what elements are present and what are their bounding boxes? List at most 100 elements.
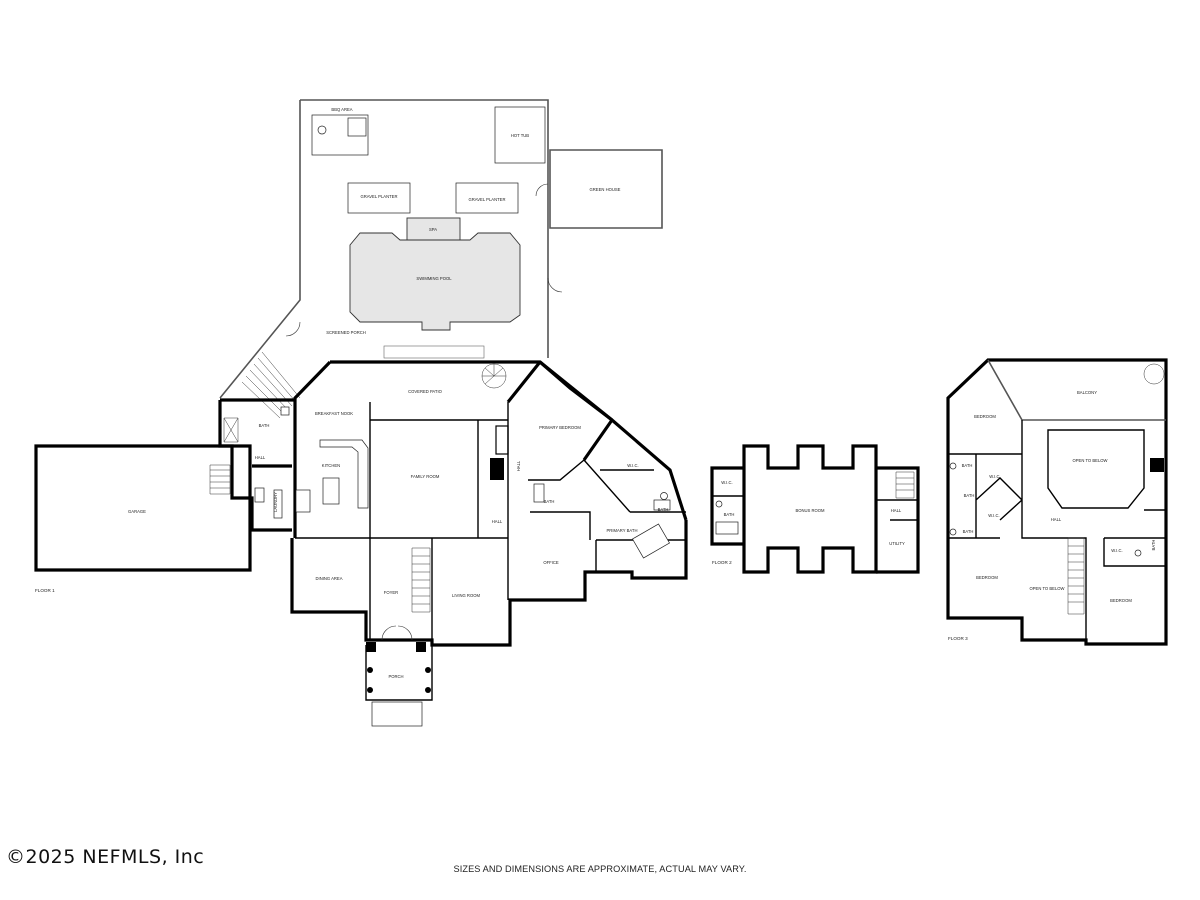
porch-column-4 bbox=[425, 687, 431, 693]
label-primary-bath: PRIMARY BATH bbox=[607, 528, 638, 533]
label-f2-bath: BATH bbox=[724, 512, 735, 517]
label-f2-bonus-room: BONUS ROOM bbox=[795, 508, 825, 513]
label-dining-area: DINING AREA bbox=[316, 576, 343, 581]
hot-tub bbox=[494, 106, 546, 164]
kitchen-island bbox=[322, 477, 340, 505]
floor-2-bath-tub bbox=[715, 521, 739, 535]
laundry-washer bbox=[273, 489, 283, 519]
family-room-fireplace bbox=[490, 458, 504, 480]
screened-porch-door bbox=[285, 321, 301, 337]
label-primary-bedroom: PRIMARY BEDROOM bbox=[539, 425, 581, 430]
open-to-below-stair bbox=[1067, 537, 1085, 615]
porch-steps bbox=[371, 701, 423, 727]
label-f3-balcony: BALCONY bbox=[1077, 390, 1097, 395]
label-f3-open-to-below-bottom: OPEN TO BELOW bbox=[1030, 586, 1065, 591]
floor-2-right-wing-walls bbox=[876, 499, 918, 521]
primary-wing-wall bbox=[538, 360, 688, 521]
label-laundry: LAUNDRY bbox=[273, 492, 278, 512]
label-f3-bedroom-top: BEDROOM bbox=[974, 414, 996, 419]
floor-1-labels: BBQ AREA HOT TUB GREEN HOUSE GRAVEL PLAN… bbox=[35, 107, 668, 679]
label-bath-center: BATH bbox=[544, 499, 555, 504]
label-wic: W.I.C. bbox=[627, 463, 638, 468]
disclaimer-text: SIZES AND DIMENSIONS ARE APPROXIMATE, AC… bbox=[453, 864, 747, 874]
floor-3-outer-wall bbox=[946, 358, 1168, 646]
floor-3-labels: BALCONY BEDROOM OPEN TO BELOW BATH W.I.C… bbox=[948, 390, 1156, 641]
label-f3-bath-2: BATH bbox=[964, 493, 975, 498]
front-door-post-right bbox=[416, 642, 426, 652]
label-green-house: GREEN HOUSE bbox=[590, 187, 621, 192]
label-hot-tub: HOT TUB bbox=[511, 133, 529, 138]
floor-2-stair bbox=[895, 471, 915, 499]
porch-side-door bbox=[547, 277, 563, 293]
porch-column-2 bbox=[425, 667, 431, 673]
front-door-swing bbox=[381, 625, 413, 641]
floor-3-plan bbox=[946, 358, 1168, 646]
label-floor-2: FLOOR 2 bbox=[712, 560, 732, 565]
f3-bath-toilet-1 bbox=[949, 462, 957, 470]
floor-3-spiral-stair bbox=[1143, 363, 1165, 385]
kitchen-fridge bbox=[295, 489, 311, 513]
label-f3-wic-2: W.I.C. bbox=[988, 513, 999, 518]
garage-stair bbox=[209, 464, 231, 495]
laundry-block bbox=[218, 398, 295, 532]
floor-3-chimney bbox=[1150, 458, 1164, 472]
label-f2-hall: HALL bbox=[891, 508, 902, 513]
label-bath: BATH bbox=[259, 423, 270, 428]
kitchen-counter bbox=[319, 439, 369, 509]
label-garage: GARAGE bbox=[128, 509, 146, 514]
copyright-watermark: ©2025 NEFMLS, Inc bbox=[6, 846, 205, 868]
label-swimming-pool: SWIMMING POOL bbox=[416, 276, 452, 281]
label-gravel-planter-right: GRAVEL PLANTER bbox=[468, 197, 505, 202]
f3-bath-toilet-3 bbox=[1134, 549, 1142, 557]
interior-walls bbox=[295, 402, 686, 640]
bbq-sink bbox=[317, 125, 327, 135]
label-hall-center: HALL bbox=[492, 519, 503, 524]
green-house-outline bbox=[549, 149, 663, 229]
label-f3-bedroom-bottom-right: BEDROOM bbox=[1110, 598, 1132, 603]
label-floor-3: FLOOR 3 bbox=[948, 636, 968, 641]
primary-side-bath-fixture bbox=[653, 499, 671, 511]
label-f3-bath-4: BATH bbox=[1151, 540, 1156, 551]
front-door-post-left bbox=[366, 642, 376, 652]
swimming-pool-shape bbox=[349, 232, 521, 331]
bbq-grill bbox=[347, 117, 367, 137]
gravel-planter-right-shape bbox=[455, 182, 519, 214]
label-f3-bath-1: BATH bbox=[962, 463, 973, 468]
label-bbq-area: BBQ AREA bbox=[331, 107, 352, 112]
label-f3-wic-3: W.I.C. bbox=[1111, 548, 1122, 553]
fireplace-hearth bbox=[495, 425, 509, 455]
label-bath-primary-side: BATH bbox=[658, 507, 669, 512]
porch-column-1 bbox=[367, 667, 373, 673]
label-floor-1: FLOOR 1 bbox=[35, 588, 55, 593]
patio-window bbox=[383, 345, 485, 359]
half-bath-sink bbox=[280, 406, 290, 416]
label-f2-utility: UTILITY bbox=[889, 541, 905, 546]
label-f2-wic: W.I.C. bbox=[721, 480, 732, 485]
main-house-wall bbox=[290, 360, 688, 647]
label-kitchen: KITCHEN bbox=[322, 463, 340, 468]
front-porch-outline bbox=[365, 645, 433, 701]
label-f3-bedroom-bottom-left: BEDROOM bbox=[976, 575, 998, 580]
floor-2-labels: W.I.C. BATH BONUS ROOM HALL UTILITY FLOO… bbox=[712, 480, 905, 565]
f3-bath-toilet-2 bbox=[949, 528, 957, 536]
label-living-room: LIVING ROOM bbox=[452, 593, 480, 598]
floor-2-bath-toilet bbox=[715, 500, 723, 508]
floor-1-plan bbox=[34, 99, 688, 727]
garage-wall bbox=[34, 444, 252, 572]
label-f3-bath-3: BATH bbox=[963, 529, 974, 534]
label-covered-patio: COVERED PATIO bbox=[408, 389, 443, 394]
floor-2-plan bbox=[710, 444, 920, 574]
label-porch: PORCH bbox=[388, 674, 403, 679]
porch-column-3 bbox=[367, 687, 373, 693]
label-spa: SPA bbox=[429, 227, 437, 232]
screened-porch-stair bbox=[241, 351, 301, 419]
label-hall-vertical: HALL bbox=[516, 460, 521, 471]
open-to-below-top-outline bbox=[1047, 429, 1145, 509]
label-foyer: FOYER bbox=[384, 590, 398, 595]
label-f3-hall: HALL bbox=[1051, 517, 1062, 522]
floor-2-left-wing bbox=[710, 466, 744, 546]
foyer-stair bbox=[411, 547, 431, 613]
primary-bath-toilet bbox=[660, 492, 668, 500]
laundry-fixture bbox=[254, 487, 265, 503]
